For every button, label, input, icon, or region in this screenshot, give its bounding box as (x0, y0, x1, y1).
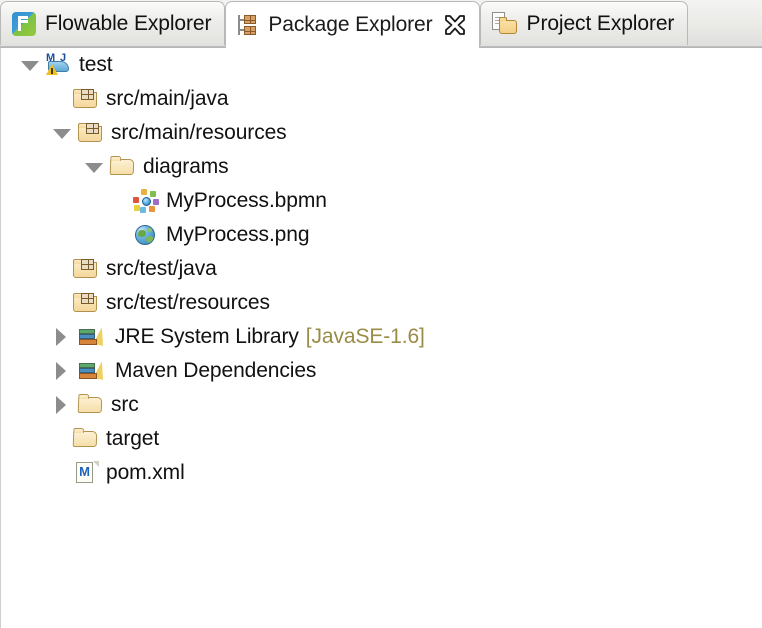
close-x-icon[interactable] (444, 14, 466, 36)
library-books-icon (78, 325, 108, 349)
twisty-expanded-icon[interactable] (51, 123, 71, 143)
tree-label-src-test-java: src/test/java (106, 257, 217, 280)
tree-row-src-test-java[interactable]: src/test/java (1, 252, 762, 286)
tab-package-explorer-label: Package Explorer (268, 13, 433, 36)
folder-icon (109, 156, 136, 178)
tree-row-maven-dependencies[interactable]: Maven Dependencies (1, 354, 762, 388)
tree-row-src-main-java[interactable]: src/main/java (1, 82, 762, 116)
twisty-expanded-icon[interactable] (19, 55, 39, 75)
tab-project-explorer[interactable]: Project Explorer (479, 1, 689, 45)
tree-label-src-test-resources: src/test/resources (106, 291, 270, 314)
tree-label-jre-system-library: JRE System Library (115, 325, 299, 348)
maven-pom-file-icon: M (73, 461, 99, 485)
tree-label-src-main-java: src/main/java (106, 87, 229, 110)
twisty-collapsed-icon[interactable] (51, 327, 71, 347)
library-books-icon (78, 359, 108, 383)
tree-label-myprocess-bpmn: MyProcess.bpmn (166, 189, 327, 212)
tree-label-src: src (111, 393, 139, 416)
project-document-folder-icon (491, 11, 518, 36)
twisty-expanded-icon[interactable] (83, 157, 103, 177)
tree-row-src-test-resources[interactable]: src/test/resources (1, 286, 762, 320)
tab-flowable-explorer[interactable]: Flowable Explorer (0, 1, 226, 45)
view-tab-bar: Flowable Explorer Package Explorer (0, 0, 762, 48)
tree-row-target[interactable]: target (1, 422, 762, 456)
folder-icon (72, 428, 99, 450)
source-folder-icon (73, 88, 99, 110)
twisty-collapsed-icon[interactable] (51, 361, 71, 381)
source-folder-icon (78, 122, 104, 144)
tree-label-maven-dependencies: Maven Dependencies (115, 359, 317, 382)
tree-row-src[interactable]: src (1, 388, 762, 422)
tree-label-target: target (106, 427, 160, 450)
source-folder-icon (73, 258, 99, 280)
flowable-icon (12, 11, 36, 36)
tree-row-pom-xml[interactable]: M pom.xml (1, 456, 762, 490)
image-globe-icon (133, 223, 159, 247)
package-tree-icon (237, 13, 259, 37)
folder-icon (77, 394, 104, 416)
tree-label-pom-xml: pom.xml (106, 461, 185, 484)
tab-project-explorer-label: Project Explorer (526, 11, 675, 35)
tree-row-diagrams[interactable]: diagrams (1, 150, 762, 184)
tree-row-jre-system-library[interactable]: JRE System Library [JavaSE-1.6] (1, 320, 762, 354)
tree-row-myprocess-bpmn[interactable]: MyProcess.bpmn (1, 184, 762, 218)
tree-label-myprocess-png: MyProcess.png (166, 223, 310, 246)
tree-label-jre-execution-environment: [JavaSE-1.6] (305, 325, 425, 348)
tab-package-explorer[interactable]: Package Explorer (225, 1, 480, 48)
twisty-collapsed-icon[interactable] (51, 395, 71, 415)
bpmn-diagram-icon (133, 189, 159, 213)
tree-label-test: test (79, 53, 113, 76)
tab-flowable-explorer-label: Flowable Explorer (45, 11, 212, 35)
tree-row-src-main-resources[interactable]: src/main/resources (1, 116, 762, 150)
source-folder-icon (73, 292, 99, 314)
tree-label-diagrams: diagrams (143, 155, 229, 178)
tree-label-src-main-resources: src/main/resources (111, 121, 287, 144)
tree-row-myprocess-png[interactable]: MyProcess.png (1, 218, 762, 252)
